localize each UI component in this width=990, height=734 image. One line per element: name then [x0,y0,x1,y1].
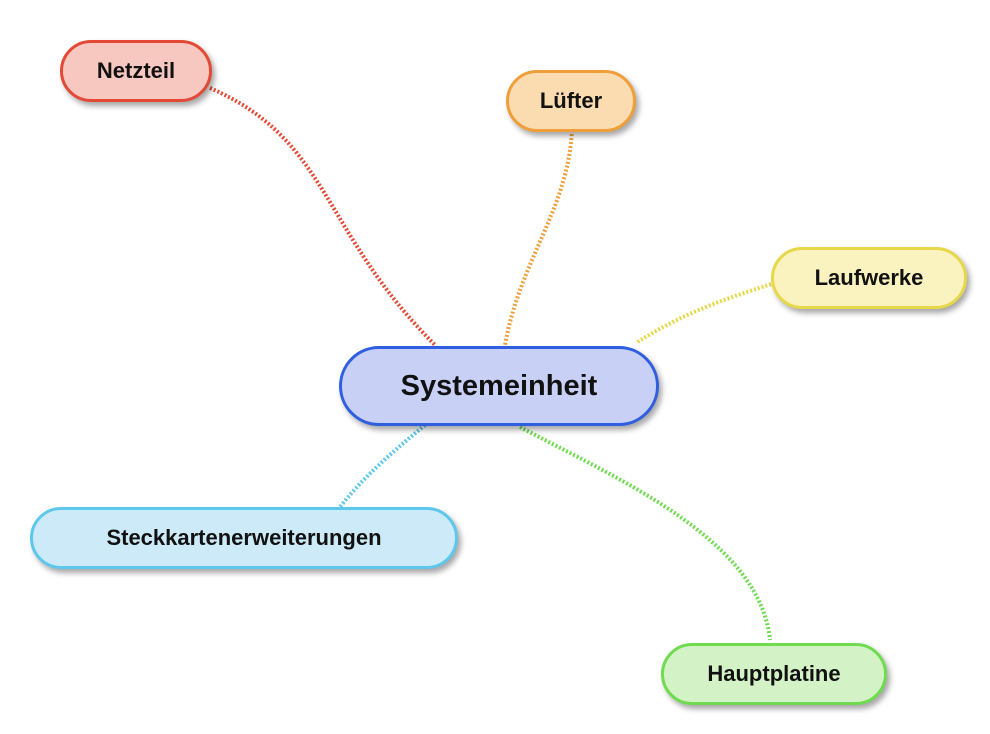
central-node-systemeinheit[interactable]: Systemeinheit [339,346,659,426]
connector-hauptplatine [519,425,772,641]
branch-node-steckkartenerweiterungen[interactable]: Steckkartenerweiterungen [30,507,458,569]
branch-node-label: Hauptplatine [707,661,841,686]
connector-laufwerke [634,281,776,345]
connector-steckkarten [338,423,427,509]
branch-node-label: Laufwerke [814,265,924,290]
branch-node-luefter[interactable]: Lüfter [506,70,636,132]
connector-netzteil [209,86,437,347]
central-node-label: Systemeinheit [400,369,598,402]
branch-node-label: Netzteil [96,58,176,83]
branch-node-hauptplatine[interactable]: Hauptplatine [661,643,887,705]
branch-node-netzteil[interactable]: Netzteil [60,40,212,102]
branch-node-label: Steckkartenerweiterungen [106,525,382,550]
branch-node-laufwerke[interactable]: Laufwerke [771,247,967,309]
branch-node-label: Lüfter [539,88,603,113]
connector-luefter [503,129,574,346]
